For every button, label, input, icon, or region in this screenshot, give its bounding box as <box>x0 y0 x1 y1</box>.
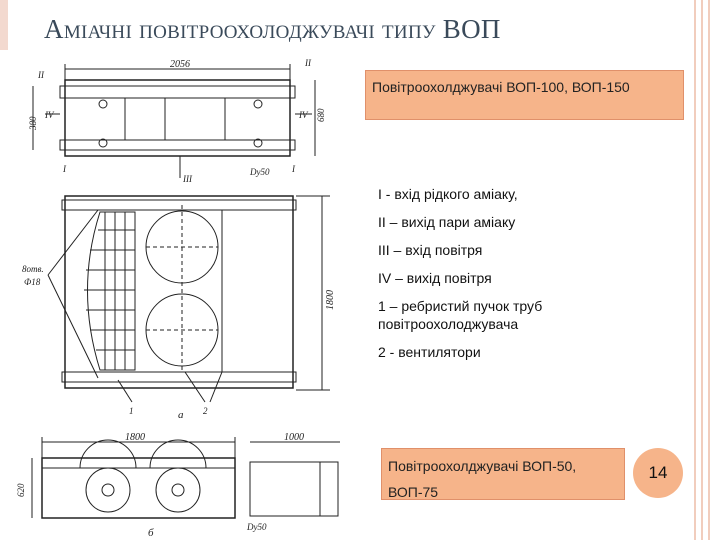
dim-top-height-left: 380 <box>28 116 38 131</box>
top-view-body <box>64 79 291 157</box>
dim-side-height: 1800 <box>325 290 336 310</box>
legend-item: 2 - вентилятори <box>378 344 481 360</box>
label-IV-left: IV <box>44 110 55 120</box>
dim-top-width: 2056 <box>170 59 190 70</box>
label-IV-right: IV <box>298 110 309 120</box>
slide-title: Аміачні повітроохолоджувачі типу ВОП <box>44 14 501 45</box>
title-suffix: ВОП <box>442 14 501 44</box>
connection-II-left <box>98 99 108 109</box>
caption-bottom-line2: ВОП-75 <box>388 484 439 500</box>
decor-top-left <box>0 0 8 50</box>
connection-I-right <box>253 138 263 148</box>
dim-bottom-width: 1800 <box>125 432 145 443</box>
legend-item: IV – вихід повітря <box>378 270 492 286</box>
caption-bottom-line1: Повітроохолджувачі ВОП-50, <box>388 458 577 474</box>
label-2: 2 <box>203 406 208 416</box>
label-II-right: II <box>304 58 312 68</box>
page-number: 14 <box>633 448 683 498</box>
title-initial: А <box>44 14 64 44</box>
label-a: а <box>178 409 184 421</box>
dim-bottom-height: 620 <box>16 483 26 497</box>
label-holes: 8отв. <box>22 264 44 274</box>
connection-II-right <box>253 99 263 109</box>
legend-item: 1 – ребристий пучок труб повітроохолоджу… <box>378 298 543 332</box>
label-I-left: I <box>62 164 67 174</box>
caption-bottom-box: Повітроохолджувачі ВОП-50, ВОП-75 <box>381 448 625 500</box>
legend-list: I - вхід рідкого аміаку, II – вихід пари… <box>378 185 678 371</box>
technical-drawing: 2056 II II I I IV IV III Dy50 680 380 <box>16 58 340 539</box>
label-dy-top: Dy50 <box>249 167 270 177</box>
label-dy-bottom: Dy50 <box>246 522 267 532</box>
legend-item: I - вхід рідкого аміаку, <box>378 186 518 202</box>
label-II-left: II <box>37 70 45 80</box>
label-b: б <box>148 527 154 539</box>
bottom-side-view <box>249 461 321 517</box>
legend-item: III – вхід повітря <box>378 242 483 258</box>
label-holes-dia: Ф18 <box>24 277 41 287</box>
legend-item: II – вихід пари аміаку <box>378 214 516 230</box>
label-III: III <box>182 174 193 184</box>
dim-top-height-right: 680 <box>316 108 326 122</box>
label-I-right: I <box>291 164 296 174</box>
label-1: 1 <box>129 406 134 416</box>
caption-top-box: Повітроохолджувачі ВОП-100, ВОП-150 <box>365 70 684 120</box>
fan-bottom-left <box>85 467 131 513</box>
decor-right-lines <box>694 0 716 540</box>
caption-top: Повітроохолджувачі ВОП-100, ВОП-150 <box>372 79 630 95</box>
front-view-body <box>64 195 294 389</box>
finned-tube-bundle <box>87 211 136 371</box>
fan-bottom-right <box>155 467 201 513</box>
dim-bottom-side: 1000 <box>284 432 304 443</box>
title-rest: міачні повітроохолоджувачі типу <box>63 14 443 44</box>
connection-I-left <box>98 138 108 148</box>
